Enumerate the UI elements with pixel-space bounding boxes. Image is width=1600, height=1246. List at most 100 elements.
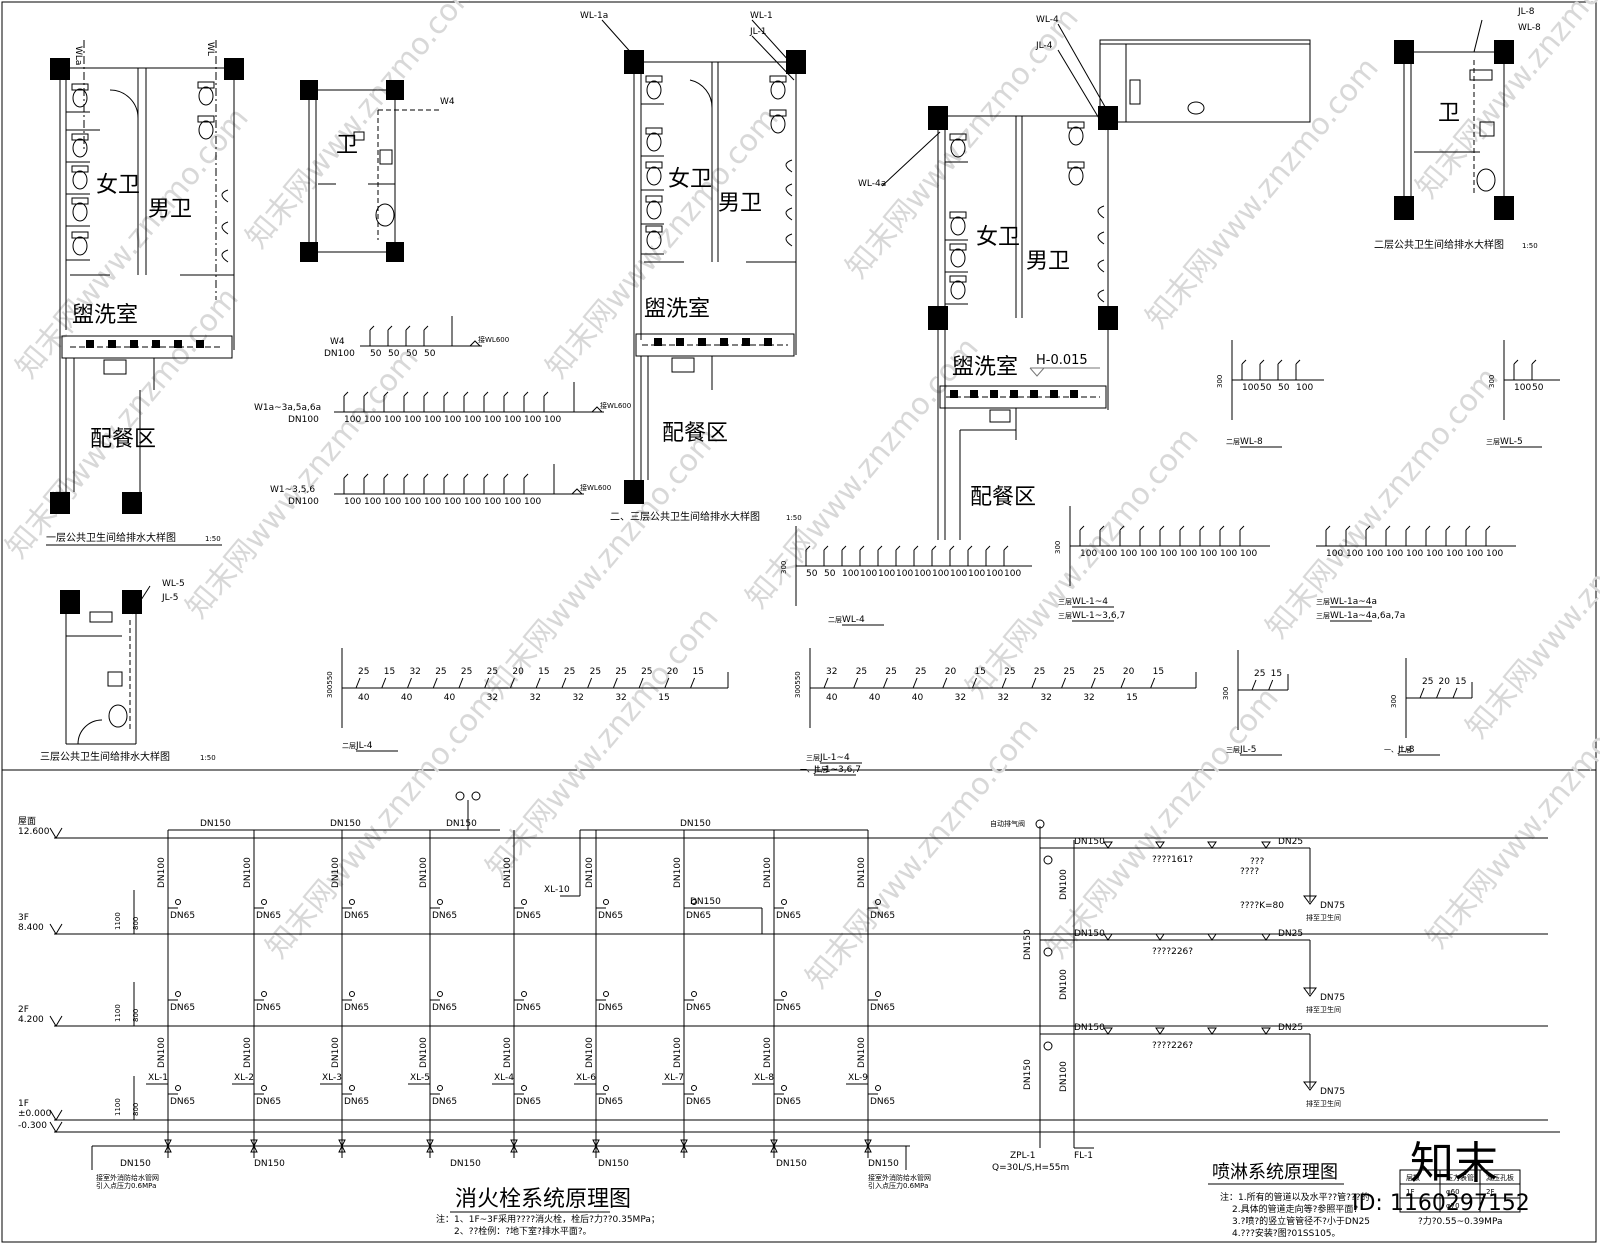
brand-logo: 知末	[1410, 1138, 1498, 1189]
table-cell: 压力表管	[1446, 1173, 1474, 1182]
pipe-size: 20	[512, 667, 524, 677]
room-label-men: 男卫	[718, 191, 762, 216]
pipe-size: 100	[484, 497, 501, 507]
riser-label: XL-3	[322, 1073, 342, 1083]
riser-label: XL-9	[848, 1073, 868, 1083]
pipe-size: 32	[530, 693, 541, 703]
pipe-size: 15	[693, 667, 704, 677]
hydrant-dn65: DN65	[344, 1097, 369, 1107]
hydrant-dn65: DN65	[170, 911, 195, 921]
pipe-label: WL	[205, 42, 215, 56]
pipe-size: 100	[1180, 549, 1197, 559]
pipe-size: 25	[615, 667, 626, 677]
hydrant-dn65: DN65	[256, 1097, 281, 1107]
pipe-size: 32	[955, 693, 966, 703]
dn100: DN100	[585, 1037, 595, 1068]
level-elev: ±0.000	[18, 1109, 52, 1119]
floor-label: 二层	[342, 742, 356, 750]
pipe-label: WL-5	[162, 579, 185, 589]
sprinkler-note-3: 3.?喷?的竖立管管径不?小于DN25	[1232, 1215, 1370, 1227]
dn150: DN150	[690, 897, 721, 907]
pipe-size: 25	[1093, 667, 1104, 677]
pipe-size: 100	[986, 569, 1003, 579]
pipe-size: 100	[384, 497, 401, 507]
level-mark: H-0.015	[1036, 353, 1088, 368]
sprinkler-count: ????226?	[1152, 947, 1193, 957]
sp-dn100: DN100	[1059, 969, 1069, 1000]
riser-label: XL-7	[664, 1073, 684, 1083]
pipe-size: 100	[1346, 549, 1363, 559]
pipe-size: 100	[1466, 549, 1483, 559]
inlet-note: 接室外消防给水管网	[868, 1173, 931, 1182]
pipe-label: WL-4	[1036, 15, 1059, 25]
level-name: 2F	[18, 1005, 29, 1015]
room-label-women: 女卫	[96, 173, 140, 198]
pipe-tag: W1~3,5,6	[270, 485, 315, 495]
floor-label: 一、二层	[800, 766, 828, 774]
sprinkler-note-4: 4.???安装?图?01SS105。	[1232, 1227, 1341, 1239]
room-label-men: 男卫	[1026, 249, 1070, 274]
pipe-size: 100	[1242, 383, 1259, 393]
floor-label: 三层	[1226, 746, 1240, 754]
height-mark: 300	[1488, 375, 1496, 388]
pipe-size: 100	[504, 497, 521, 507]
dn100: DN100	[157, 857, 167, 888]
dn150: DN150	[450, 1159, 481, 1169]
pipe-tag: WL-1a~4a,6a,7a	[1330, 611, 1405, 621]
pipe-size: 15	[658, 693, 669, 703]
pipe-label: JL-5	[161, 593, 178, 603]
pipe-size: 32	[1083, 693, 1094, 703]
pipe-label: JL-1	[749, 27, 766, 37]
pipe-size: 100	[344, 497, 361, 507]
pipe-size: 100	[1386, 549, 1403, 559]
pipe-size: 25	[1254, 669, 1265, 679]
pipe-size: 25	[461, 667, 472, 677]
floor-label: 二层	[828, 616, 842, 624]
sprinkler-title: 喷淋系统原理图	[1212, 1162, 1338, 1183]
pipe-size: 32	[487, 693, 498, 703]
room-label-wash: 盥洗室	[952, 355, 1018, 380]
pipe-size: 25	[435, 667, 446, 677]
sp-dn25: DN25	[1278, 1023, 1303, 1033]
pipe-size: 100	[1160, 549, 1177, 559]
plan-second-third-floor: WL-1a WL-1 JL-1 女卫 男卫 盥洗室 配餐区 二、三层公共卫生间给…	[580, 11, 806, 523]
sp-note: ????	[1240, 867, 1259, 877]
pipe-size: 32	[1040, 693, 1051, 703]
pipe-note: 接WL600	[580, 483, 611, 492]
dn100: DN100	[243, 1037, 253, 1068]
room-label-women: 女卫	[976, 225, 1020, 250]
level-name: 屋面	[18, 816, 36, 827]
pipe-size: 20	[945, 667, 957, 677]
dn100: DN100	[419, 857, 429, 888]
pipe-size: 100	[404, 497, 421, 507]
sp-dn100: DN100	[1059, 1061, 1069, 1092]
sp-dn150: DN150	[1023, 1059, 1033, 1090]
pipe-size: 32	[572, 693, 583, 703]
pipe-size: 50	[406, 349, 418, 359]
pipe-size: 100	[1514, 383, 1531, 393]
hydrant-note-1: 注：1、1F~3F采用????消火栓，栓后?力??0.35MPa；	[436, 1213, 660, 1225]
pipe-size: 25	[358, 667, 369, 677]
riser-spec: Q=30L/S,H=55m	[992, 1163, 1069, 1173]
pipe-size: 25	[1064, 667, 1075, 677]
height-mark: 300	[780, 561, 788, 574]
pipe-size: 15	[1126, 693, 1137, 703]
pipe-size: 50	[388, 349, 400, 359]
level-elev: 4.200	[18, 1015, 44, 1025]
pipe-size: 100	[384, 415, 401, 425]
dn150: DN150	[680, 819, 711, 829]
valve-label: 自动排气阀	[990, 819, 1025, 828]
pipe-size: 100	[544, 415, 561, 425]
